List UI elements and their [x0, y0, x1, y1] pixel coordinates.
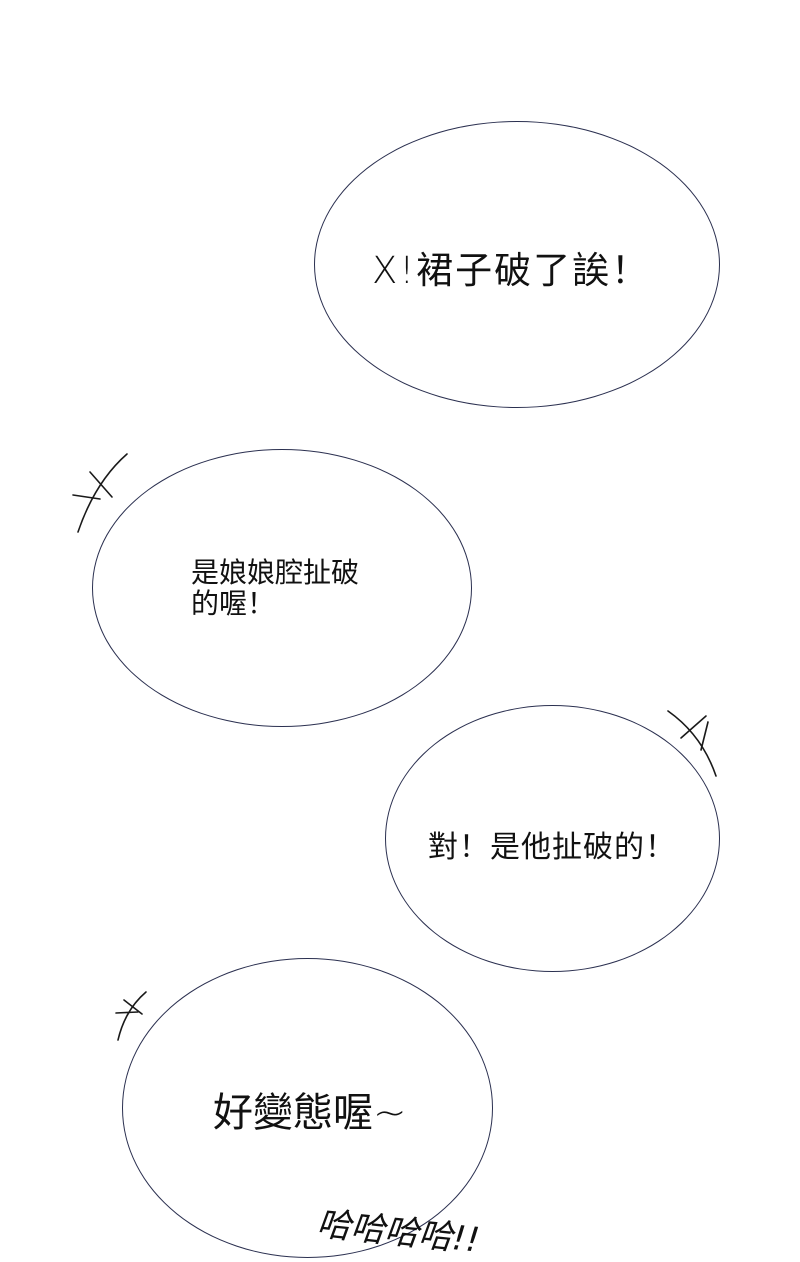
speech-bubble-2	[92, 449, 472, 727]
speech-bubble-2-line-1: 是娘娘腔扯破	[191, 556, 360, 589]
speech-bubble-4-text: 好變態喔~	[213, 1090, 407, 1136]
speech-bubble-3	[385, 705, 720, 972]
speech-bubble-1	[314, 121, 720, 408]
speech-bubble-1-text: X!裙子破了誒！	[372, 249, 651, 292]
speech-bubble-2-text: 是娘娘腔扯破 的喔！	[191, 557, 359, 619]
speech-bubble-3-text: 對！是他扯破的！	[428, 830, 676, 865]
speech-bubble-4	[122, 958, 493, 1258]
speech-bubble-2-line-2: 的喔！	[191, 587, 276, 620]
